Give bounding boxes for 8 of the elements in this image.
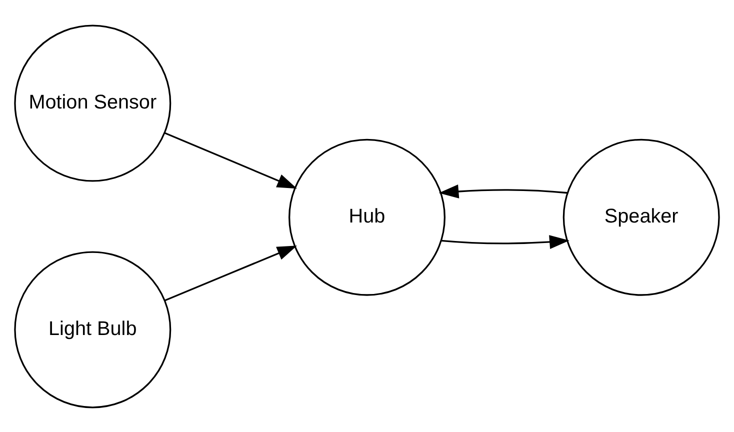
node-circle: Motion Sensor [14,24,172,182]
arrow [438,184,568,198]
arrow [164,245,298,301]
node-circle: Light Bulb [14,250,172,408]
node-circle: Speaker [562,138,720,296]
arrow [441,234,570,248]
node-circle: Hub [288,138,446,296]
arrow [164,132,298,188]
